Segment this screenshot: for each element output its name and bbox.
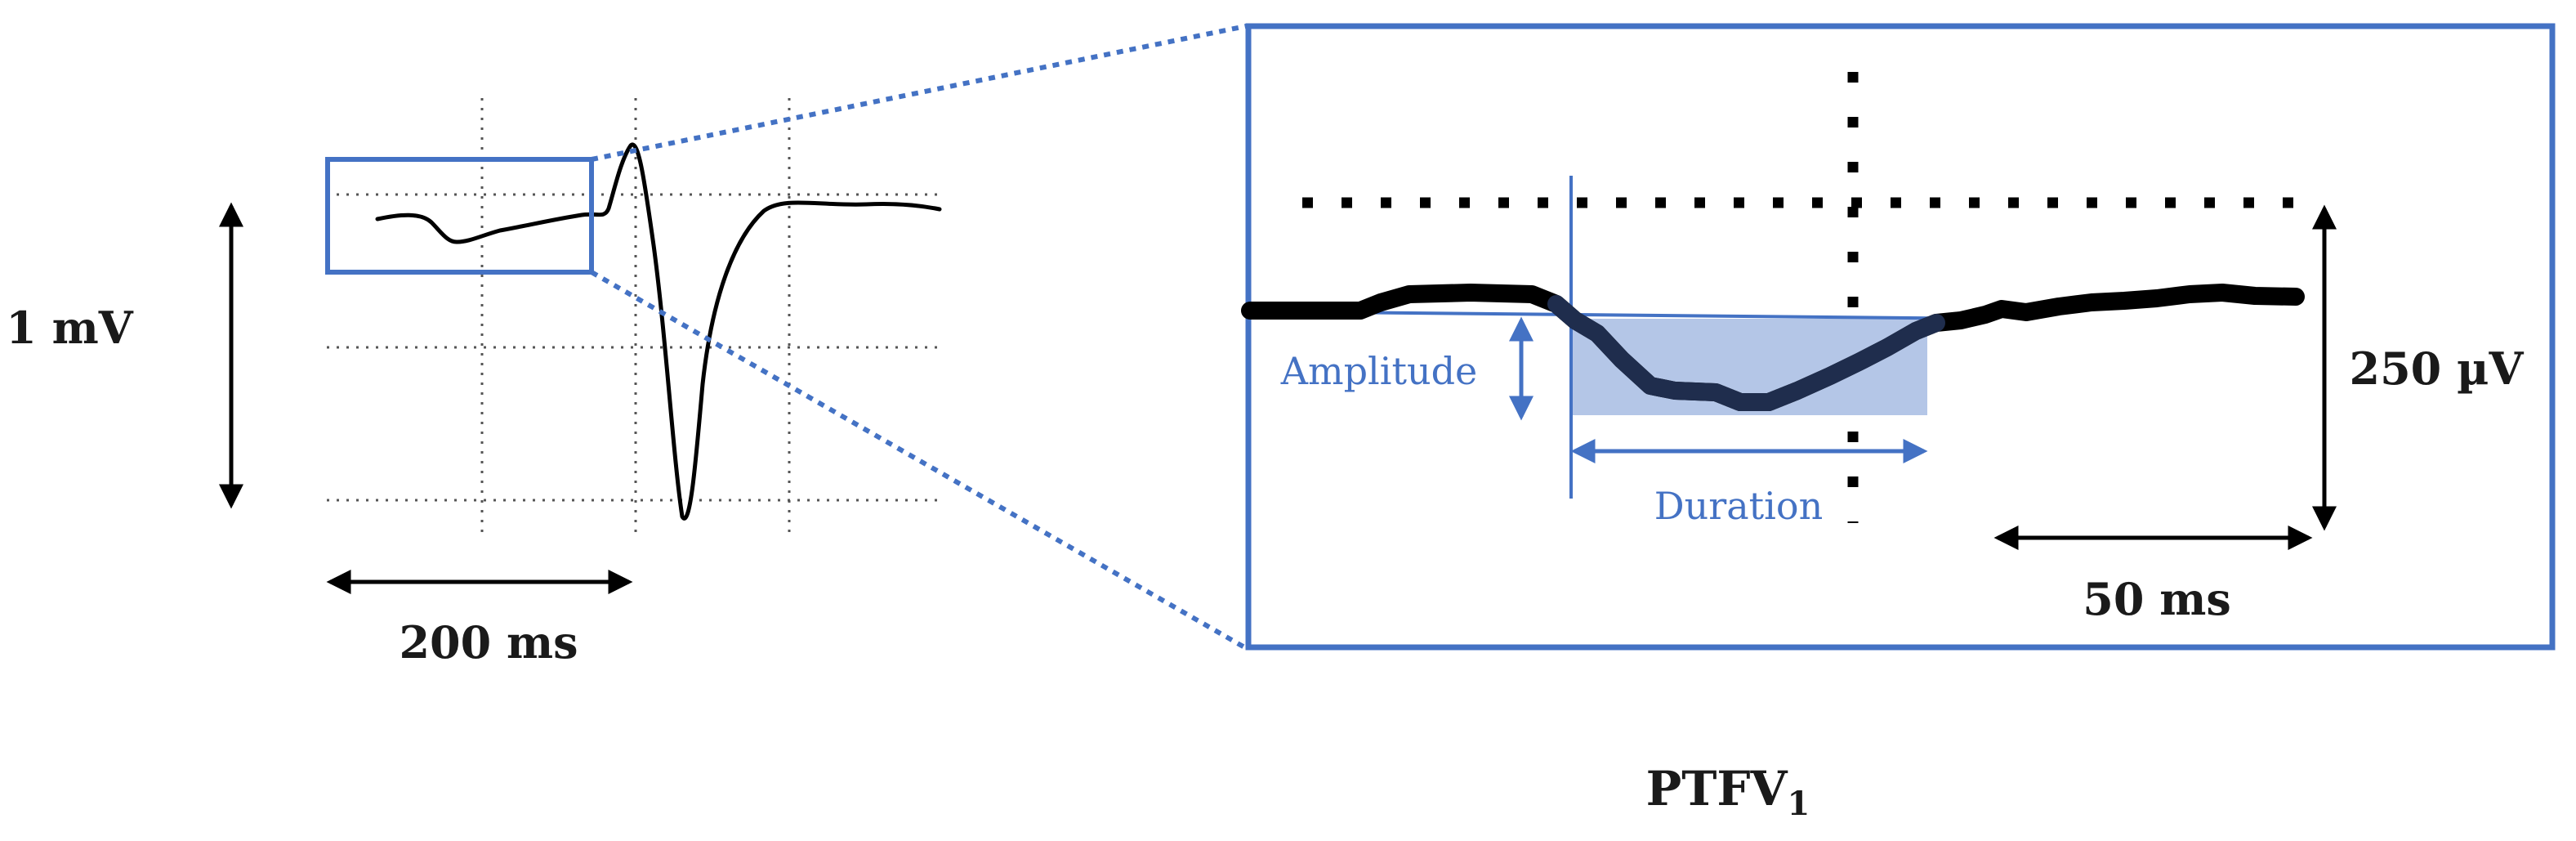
voltage-scale-label: 1 mV — [6, 302, 134, 354]
zoom-selection-box — [325, 157, 594, 275]
zoomed-ecg-trace-highlight — [1547, 295, 1945, 411]
zoomed-p-wave-panel: Amplitude Duration 250 µV 50 ms — [1241, 23, 2556, 651]
zoom-connector-lines — [590, 24, 1248, 651]
ecg-trace — [375, 142, 942, 521]
zoom-panel-frame — [1245, 23, 2556, 651]
overview-grid — [327, 98, 940, 539]
ecg-overview-panel: 1 mV 200 ms — [6, 98, 942, 669]
zoom-grid — [1302, 72, 2312, 523]
caption-main: PTFV — [1646, 761, 1788, 816]
figure-caption: PTFV1 — [1646, 761, 1810, 823]
amplitude-label: Amplitude — [1280, 349, 1478, 393]
caption-subscript: 1 — [1788, 785, 1810, 823]
zoom-time-scale-label: 50 ms — [2083, 573, 2231, 625]
duration-label: Duration — [1654, 484, 1823, 528]
microvolt-scale-label: 250 µV — [2350, 342, 2525, 395]
time-scale-label: 200 ms — [399, 616, 578, 669]
